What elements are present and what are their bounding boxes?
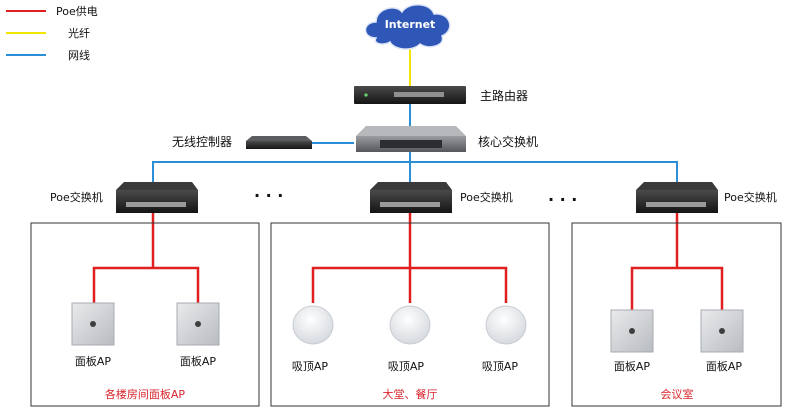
- panel-ap-port: [629, 328, 635, 334]
- panel-ap-port: [90, 321, 96, 327]
- zone-meeting-room: 面板AP 面板AP 会议室: [571, 222, 782, 407]
- ap-label: 吸顶AP: [482, 360, 519, 373]
- zone-box: [571, 222, 782, 407]
- ellipsis-left: · · ·: [254, 186, 283, 205]
- ceiling-ap-icon: [292, 305, 334, 345]
- poe-switch-ports: [646, 202, 706, 207]
- poe-switch-icon: [636, 182, 718, 190]
- cloud-icon: [364, 4, 451, 50]
- zone-lobby-restaurant: 吸顶AP 吸顶AP 吸顶AP 大堂、餐厅: [270, 222, 550, 407]
- connections: [92, 44, 724, 310]
- ceiling-ap-icon: [485, 305, 527, 345]
- zone-guest-rooms: 面板AP 面板AP 各楼房间面板AP: [30, 222, 260, 407]
- poe-branch-zone1: [92, 266, 200, 303]
- internet-label: Internet: [385, 18, 436, 31]
- ap-label: 吸顶AP: [292, 360, 329, 373]
- poe-switch-3-label: Poe交换机: [724, 190, 777, 204]
- poe-switch-front: [116, 190, 198, 213]
- internet-cloud: Internet: [364, 4, 451, 50]
- ethernet-bus: [152, 161, 678, 182]
- poe-switch-2-label: Poe交换机: [460, 190, 513, 204]
- core-switch-label: 核心交换机: [478, 134, 538, 149]
- legend: Poe供电 光纤 网线: [6, 4, 98, 62]
- poe-switch-front: [636, 190, 718, 213]
- wireless-controller: 无线控制器: [172, 135, 312, 149]
- legend-fiber-label: 光纤: [68, 26, 90, 40]
- legend-poe-label: Poe供电: [56, 4, 98, 18]
- wireless-controller-label: 无线控制器: [172, 135, 232, 149]
- ap-label: 面板AP: [706, 359, 743, 373]
- ellipsis-right: · · ·: [548, 190, 577, 209]
- core-switch-ports: [380, 140, 442, 148]
- poe-switch-front: [370, 190, 452, 213]
- poe-switch-icon: [116, 182, 198, 190]
- poe-switch-1-label: Poe交换机: [50, 190, 103, 204]
- ceiling-ap-icon: [389, 305, 431, 345]
- poe-switch-2: Poe交换机: [370, 182, 513, 213]
- ap-label: 吸顶AP: [388, 360, 425, 373]
- ap-label: 面板AP: [180, 354, 217, 368]
- panel-ap-port: [195, 321, 201, 327]
- panel-ap-port: [719, 328, 725, 334]
- core-switch: 核心交换机: [356, 126, 538, 152]
- zone-title: 会议室: [661, 387, 694, 401]
- zone-box: [30, 222, 260, 407]
- poe-switch-ports: [126, 202, 186, 207]
- router-led: [364, 93, 368, 97]
- core-switch-icon: [356, 126, 466, 136]
- legend-ethernet-label: 网线: [68, 48, 90, 62]
- main-router: 主路由器: [354, 86, 528, 104]
- poe-switch-ports: [380, 202, 440, 207]
- zone-title: 各楼房间面板AP: [105, 387, 186, 401]
- poe-branch-zone3: [630, 266, 724, 310]
- controller-icon: [246, 136, 312, 141]
- zone-title: 大堂、餐厅: [383, 387, 438, 401]
- poe-switch-icon: [370, 182, 452, 190]
- ap-label: 面板AP: [614, 359, 651, 373]
- controller-front: [246, 141, 312, 149]
- poe-switch-1: Poe交换机: [50, 182, 198, 213]
- zone-box: [270, 222, 550, 407]
- router-port-strip: [394, 92, 444, 97]
- ap-label: 面板AP: [75, 354, 112, 368]
- poe-switch-3: Poe交换机: [636, 182, 777, 213]
- main-router-label: 主路由器: [480, 88, 528, 103]
